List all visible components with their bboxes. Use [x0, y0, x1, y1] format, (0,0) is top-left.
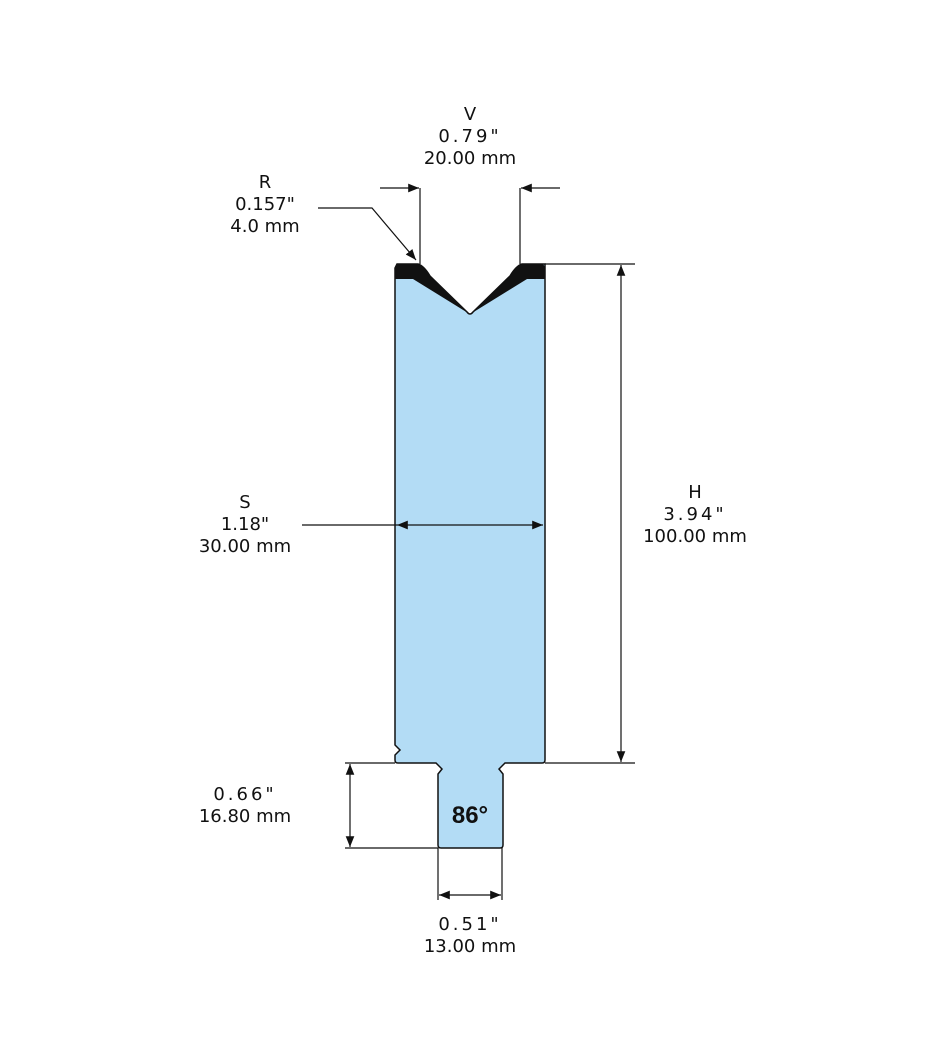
dim-r: R 0.157" 4.0 mm	[215, 172, 315, 238]
r-leader	[318, 207, 417, 261]
dim-s: S 1.18" 30.00 mm	[185, 492, 305, 558]
dim-h-mm: 100.00 mm	[643, 526, 747, 547]
dim-s-inch: 1.18"	[220, 514, 270, 535]
dim-h: H 3.94" 100.00 mm	[625, 482, 765, 548]
dim-s-label: S	[239, 492, 251, 513]
die-angle: 86°	[451, 802, 489, 829]
hardened-edge-left	[395, 264, 468, 313]
dim-v-label: V	[463, 104, 477, 125]
dim-r-label: R	[258, 172, 272, 193]
dim-tang-width: 0.51" 13.00 mm	[400, 914, 540, 958]
dim-h-inch: 3.94"	[663, 504, 727, 525]
dim-tang-height: 0.66" 16.80 mm	[180, 784, 310, 828]
dim-v-inch: 0.79"	[438, 126, 502, 147]
dim-r-inch: 0.157"	[235, 194, 295, 215]
dim-tang-height-mm: 16.80 mm	[198, 806, 292, 827]
hardened-edge-right	[472, 264, 545, 313]
dim-s-mm: 30.00 mm	[198, 536, 292, 557]
dim-v-mm: 20.00 mm	[423, 148, 517, 169]
dim-r-mm: 4.0 mm	[230, 216, 300, 237]
dim-tang-width-inch: 0.51"	[438, 914, 502, 935]
dim-tang-height-inch: 0.66"	[213, 784, 277, 805]
dim-v: V 0.79" 20.00 mm	[400, 104, 540, 170]
dim-h-label: H	[688, 482, 702, 503]
dim-tang-width-mm: 13.00 mm	[423, 936, 517, 957]
die-body	[394, 263, 546, 849]
